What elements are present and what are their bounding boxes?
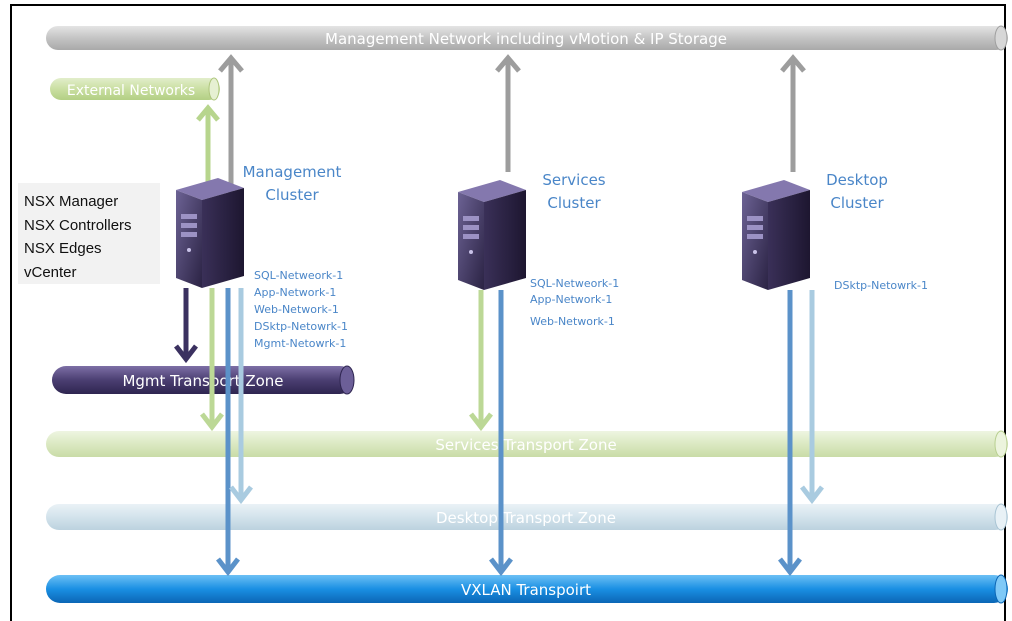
external-uplink-arrow: [196, 104, 220, 186]
services-cluster-title-line1: Services: [542, 171, 605, 189]
arrowhead-down-icon: [229, 485, 253, 505]
management-network-pipe: Management Network including vMotion & I…: [46, 25, 1008, 51]
arrowhead-down-icon: [200, 412, 224, 432]
arrowhead-up-icon: [196, 104, 220, 122]
management-cluster-title-line2: Cluster: [265, 186, 319, 204]
nsx-component-item: NSX Edges: [24, 240, 102, 257]
desktop-cluster-title-line2: Cluster: [830, 194, 884, 212]
desktop-network-label-1: DSktp-Netowrk-1: [834, 279, 928, 292]
arrowhead-up-icon: [495, 54, 521, 73]
desktop-transport-zone-label: Desktop Transport Zone: [436, 509, 616, 527]
services-network-label-3: Web-Network-1: [530, 315, 615, 328]
management-cluster-downlinks: [174, 288, 253, 577]
management-network-label-2: App-Network-1: [254, 286, 336, 299]
nsx-components-box: NSX Manager NSX Controllers NSX Edges vC…: [18, 183, 160, 284]
management-network-label-5: Mgmt-Netowrk-1: [254, 337, 346, 350]
management-network-label-1: SQL-Netweork-1: [254, 269, 343, 282]
nsx-component-item: NSX Controllers: [24, 216, 132, 234]
services-cluster-downlinks: [469, 290, 513, 577]
services-transport-zone-label: Services Transport Zone: [435, 436, 616, 454]
arrowhead-down-icon: [489, 557, 513, 577]
arrowhead-down-icon: [800, 485, 824, 505]
external-networks-pipe: External Networks: [50, 77, 220, 101]
nsx-component-item: vCenter: [24, 263, 77, 281]
desktop-cluster-title-line1: Desktop: [826, 171, 888, 189]
management-network-label: Management Network including vMotion & I…: [325, 30, 727, 48]
services-cluster-server-icon: [458, 180, 526, 290]
management-network-label-4: DSktp-Netowrk-1: [254, 320, 348, 333]
services-transport-zone-pipe: Services Transport Zone: [46, 430, 1008, 458]
mgmt-transport-zone-label: Mgmt Transport Zone: [122, 372, 283, 390]
arrowhead-up-icon: [780, 54, 806, 73]
desktop-cluster-downlinks: [778, 290, 824, 577]
arrowhead-up-icon: [218, 54, 244, 73]
nsx-component-item: NSX Manager: [24, 193, 119, 210]
desktop-transport-zone-pipe: Desktop Transport Zone: [46, 503, 1008, 531]
management-cluster-title-line1: Management: [243, 163, 342, 181]
management-network-label-3: Web-Network-1: [254, 303, 339, 316]
vxlan-transport-label: VXLAN Transpoirt: [461, 581, 591, 599]
services-cluster-title-line2: Cluster: [547, 194, 601, 212]
external-networks-label: External Networks: [67, 83, 195, 99]
desktop-cluster-server-icon: [742, 180, 810, 290]
services-network-label-2: App-Network-1: [530, 293, 612, 306]
management-cluster-server-icon: [176, 178, 244, 288]
arrowhead-down-icon: [778, 557, 802, 577]
mgmt-transport-zone-pipe: Mgmt Transport Zone: [52, 365, 355, 395]
services-network-label-1: SQL-Netweork-1: [530, 277, 619, 290]
mgmt-uplink-arrows: [218, 54, 806, 196]
arrowhead-down-icon: [469, 412, 493, 432]
vxlan-transport-pipe: VXLAN Transpoirt: [46, 574, 1008, 604]
arrowhead-down-icon: [216, 557, 240, 577]
arrowhead-down-icon: [174, 344, 198, 364]
